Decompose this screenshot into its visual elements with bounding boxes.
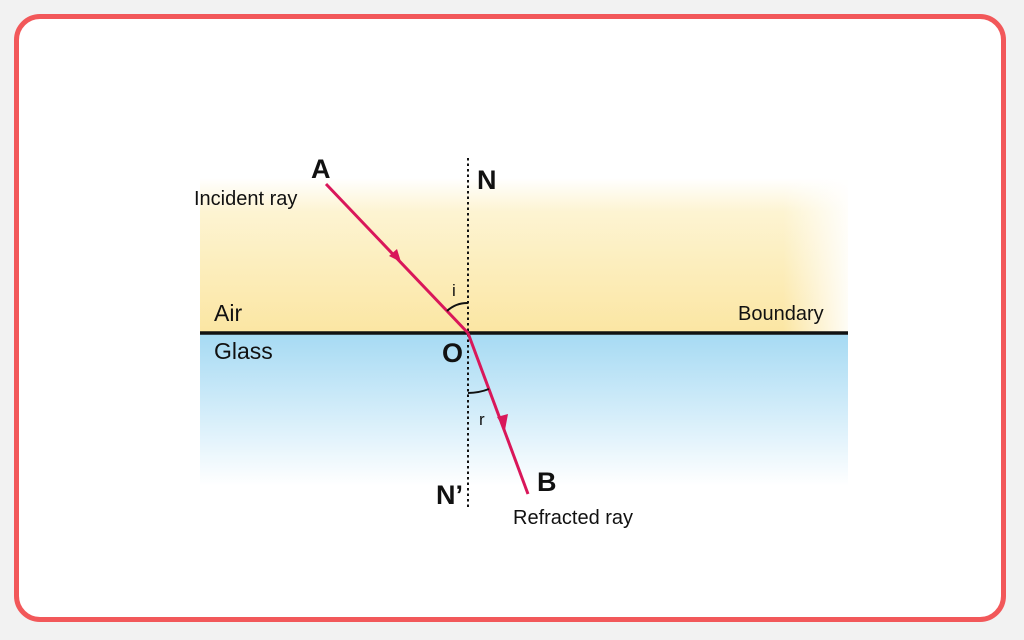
incident-ray-label: Incident ray [194,188,297,210]
refracted-ray-arrow [497,414,508,430]
point-n-prime-label: N’ [436,480,463,510]
point-n-label: N [477,165,497,195]
angle-i-arc [446,301,469,312]
angle-r-arc [467,388,490,394]
refracted-ray [466,332,530,495]
refracted-ray-label: Refracted ray [513,507,633,529]
air-region-fade [200,178,848,332]
point-b-label: B [537,467,557,497]
angle-i-label: i [452,281,456,300]
glass-region [200,334,848,486]
angle-r-label: r [479,410,485,429]
air-label: Air [214,300,242,326]
point-a-label: A [311,154,331,184]
glass-label: Glass [214,338,273,364]
boundary-label: Boundary [738,303,824,325]
point-o-label: O [442,338,463,368]
incident-ray-arrow [389,249,401,262]
